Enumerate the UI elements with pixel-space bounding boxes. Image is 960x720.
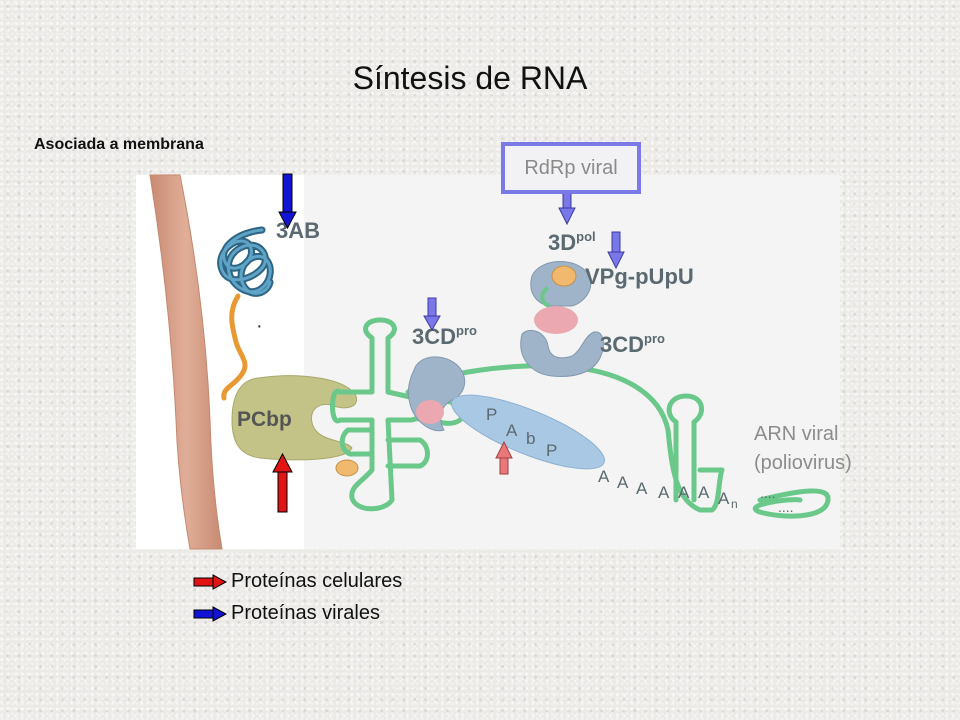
polya-6: A [698, 483, 710, 502]
label-3cd-right-main: 3CD [600, 332, 644, 357]
protein-3dpol-complex [520, 261, 604, 377]
page-title: Síntesis de RNA [352, 60, 588, 96]
protein-3ab [217, 226, 274, 297]
polya-5: A [678, 483, 690, 502]
label-3cd-right-sup: pro [644, 331, 665, 346]
polya-1: A [598, 467, 610, 486]
label-3ab: 3AB [276, 218, 320, 243]
label-3cd-right: 3CDpro [600, 331, 665, 357]
membrane-dot: · [256, 315, 263, 337]
rna-viral-label: ARN viral (poliovirus) [754, 420, 852, 478]
polya-7: A [718, 489, 730, 508]
label-3cd-left-sup: pro [456, 323, 477, 338]
rna-label-line1: ARN viral [754, 423, 839, 445]
pabp-label-3: b [526, 429, 535, 448]
legend-cellular: Proteínas celulares [193, 570, 402, 593]
arrow-pcbp-cellular [272, 452, 293, 513]
polya-4: A [658, 483, 670, 502]
arrow-vpg-viral [607, 231, 625, 270]
tail-dots-2: .... [778, 499, 794, 515]
poly-a-tail: A A A A A A A n .... .... [598, 467, 794, 515]
pabp-label-1: P [486, 405, 497, 424]
label-3dpol-sup: pol [576, 229, 596, 244]
arrow-right-red-icon [193, 573, 227, 590]
label-3dpol: 3Dpol [548, 229, 596, 255]
label-vpg: VPg-pUpU [585, 264, 694, 289]
subtitle: Asociada a membrana [34, 136, 204, 153]
label-3dpol-main: 3D [548, 230, 576, 255]
cell-membrane [149, 174, 223, 550]
tail-dots-1: .... [760, 485, 776, 501]
legend-viral-label: Proteínas virales [231, 602, 380, 624]
legend-cellular-label: Proteínas celulares [231, 570, 403, 592]
protein-3cd-left [407, 356, 466, 432]
pabp-label-4: P [546, 441, 557, 460]
arrow-right-blue-icon [193, 605, 227, 622]
polya-3: A [636, 479, 648, 498]
polya-2: A [617, 473, 629, 492]
label-3cd-left: 3CDpro [412, 323, 477, 349]
pabp-protein: P A b P [451, 394, 605, 470]
label-pcbp: PCbp [237, 408, 292, 431]
label-3cd-left-main: 3CD [412, 324, 456, 349]
arrow-3cd-viral [423, 297, 441, 332]
polya-sub: n [731, 497, 738, 511]
pcbp-protein [231, 375, 358, 461]
legend-viral: Proteínas virales [193, 602, 380, 625]
rdrp-viral-box: RdRp viral [501, 142, 641, 194]
arrow-3ab-viral [278, 173, 297, 230]
arrow-pabp-cellular [495, 440, 513, 475]
peptide-tail [221, 293, 248, 401]
rna-label-line2: (poliovirus) [754, 452, 852, 474]
pabp-label-2: A [506, 421, 518, 440]
vpg-left [335, 459, 359, 477]
